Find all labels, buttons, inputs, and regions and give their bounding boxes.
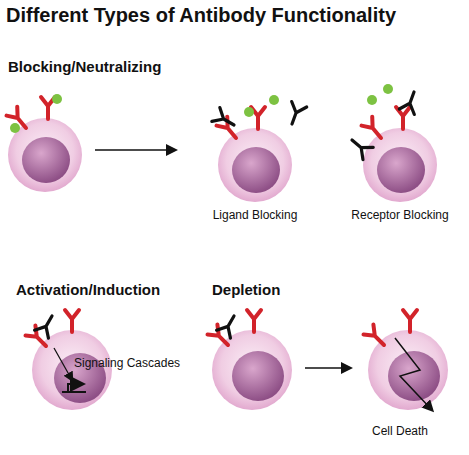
process-label: Signaling Cascades bbox=[74, 356, 180, 370]
cell-death bbox=[363, 310, 448, 410]
cell-receptor-blocking bbox=[347, 84, 437, 202]
cell-ligand-blocking bbox=[212, 95, 307, 202]
figure-title: Different Types of Antibody Functionalit… bbox=[6, 4, 396, 27]
cell-untreated bbox=[6, 94, 82, 192]
section-heading: Blocking/Neutralizing bbox=[8, 58, 161, 75]
section-heading: Activation/Induction bbox=[16, 281, 160, 298]
cell-depletion bbox=[207, 310, 292, 410]
section-heading: Depletion bbox=[212, 281, 280, 298]
arrow bbox=[305, 367, 350, 369]
panel-caption: Cell Death bbox=[372, 424, 428, 438]
panel-caption: Receptor Blocking bbox=[351, 208, 448, 222]
arrow bbox=[95, 149, 175, 151]
panel-caption: Ligand Blocking bbox=[213, 208, 298, 222]
